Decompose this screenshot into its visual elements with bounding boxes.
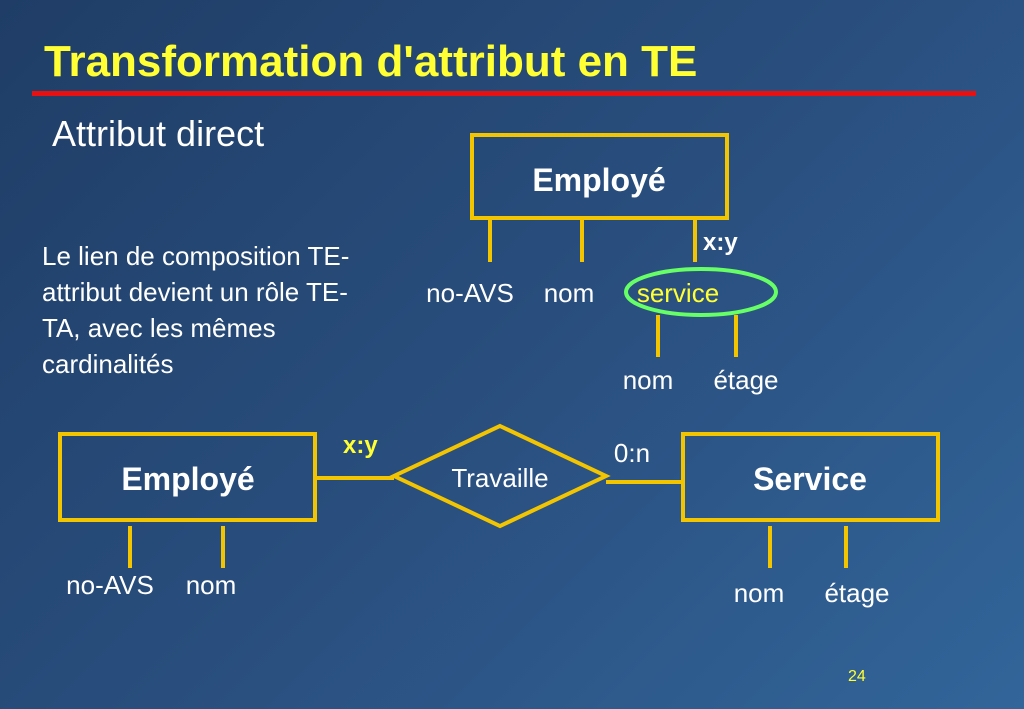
relationship-label: Travaille: [451, 463, 548, 493]
top-entity-box: [470, 133, 729, 220]
description-text: Le lien de composition TE-attribut devie…: [42, 241, 350, 379]
top-entity-label: Employé: [532, 162, 665, 198]
service-highlight-ellipse: [624, 267, 778, 317]
top-attr-nom: nom: [544, 278, 595, 308]
bottom-left-entity-label: Employé: [121, 461, 254, 497]
top-sub-attr-nom: nom: [623, 365, 674, 395]
bottom-left-attr-no-avs: no-AVS: [66, 570, 154, 600]
relationship-diamond: [389, 423, 611, 529]
title-underline: [32, 91, 976, 96]
bottom-right-entity-box: [681, 432, 940, 522]
page-number: 24: [848, 668, 866, 685]
slide-subtitle: Attribut direct: [52, 113, 265, 154]
top-sub-attr-etage: étage: [713, 365, 778, 395]
bottom-right-attr-nom: nom: [734, 578, 785, 608]
bottom-left-attr-nom: nom: [186, 570, 237, 600]
bottom-right-attr-etage: étage: [824, 578, 889, 608]
slide-title: Transformation d'attribut en TE: [44, 37, 698, 86]
top-cardinality-label: x:y: [703, 229, 738, 256]
top-attr-service: service: [637, 278, 719, 308]
bottom-right-entity-label: Service: [753, 461, 867, 497]
right-cardinality-label: 0:n: [614, 438, 650, 468]
left-cardinality-label: x:y: [343, 432, 378, 459]
top-attr-no-avs: no-AVS: [426, 278, 514, 308]
